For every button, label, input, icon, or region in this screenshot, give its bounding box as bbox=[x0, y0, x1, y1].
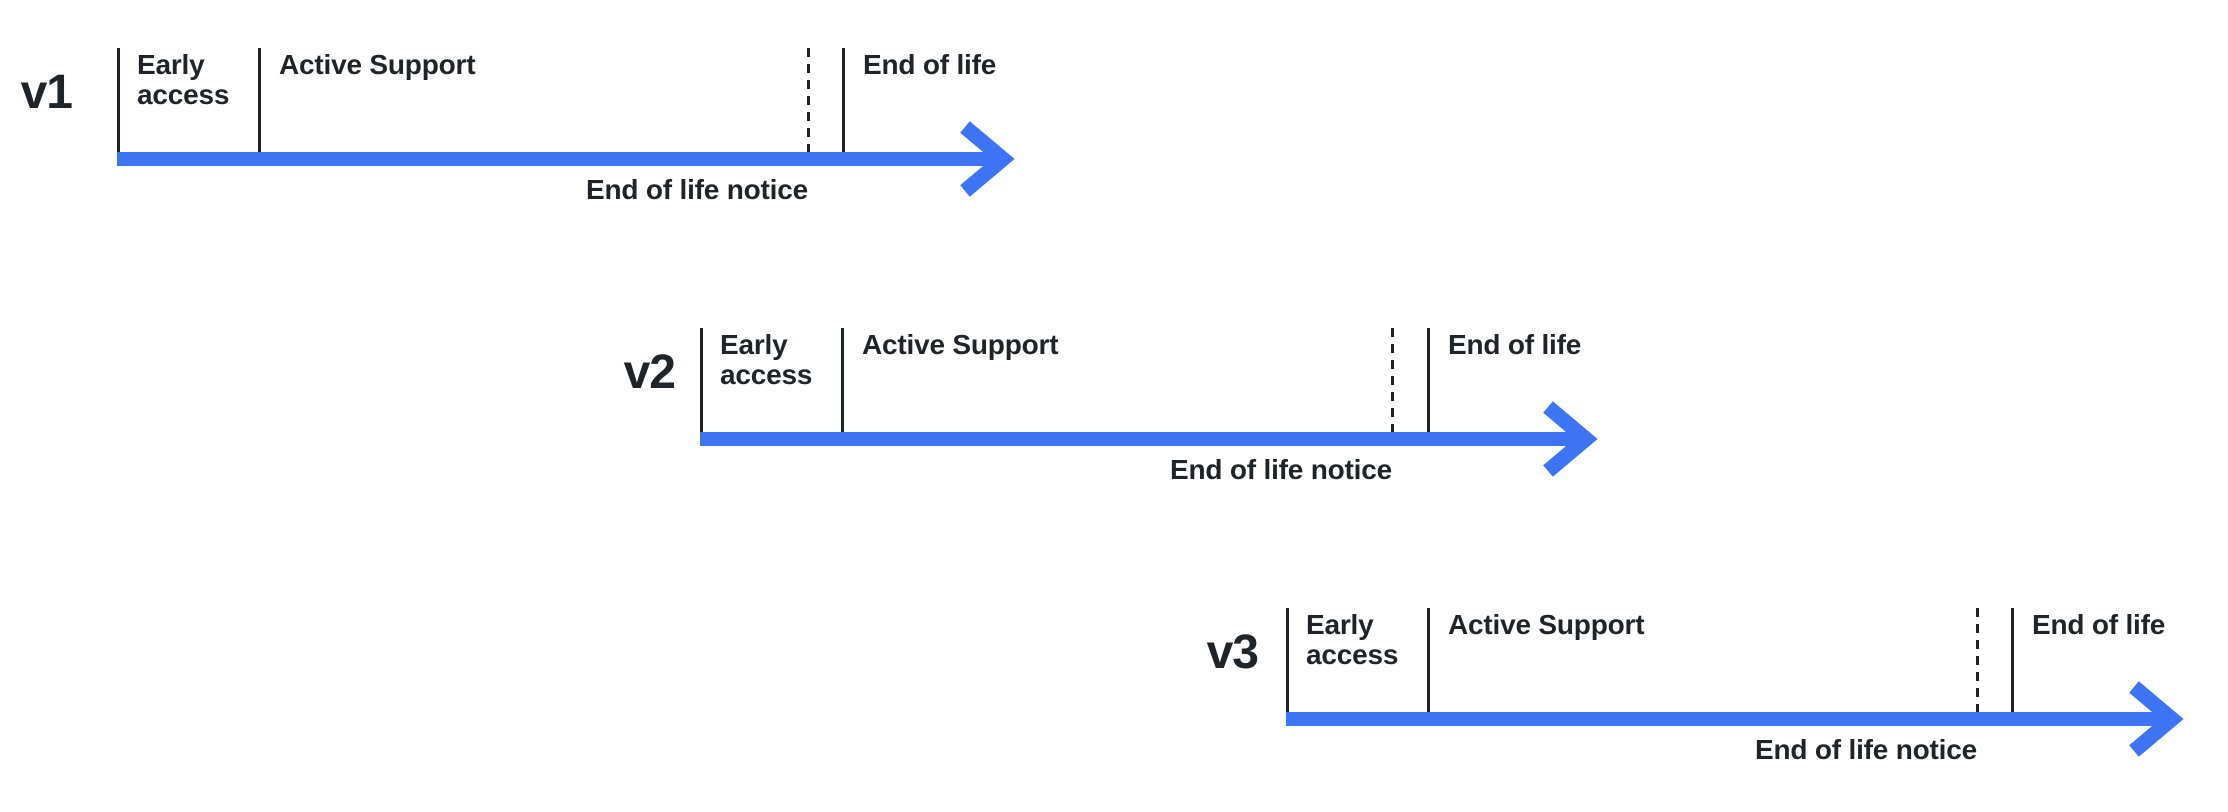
timeline-arrow bbox=[117, 121, 1015, 197]
end-of-life-notice-dashed-tick bbox=[1976, 608, 1979, 712]
active-support-label: Active Support bbox=[862, 329, 1059, 360]
arrow-head-icon bbox=[1543, 401, 1598, 477]
version-label: v2 bbox=[623, 346, 676, 399]
end-of-life-tick bbox=[842, 48, 845, 152]
end-of-life-notice-dashed-tick bbox=[807, 48, 810, 152]
active-support-tick bbox=[1427, 608, 1430, 712]
arrow-head-icon bbox=[2129, 681, 2184, 757]
early-access-tick bbox=[700, 328, 703, 432]
early-access-label: Early access bbox=[720, 329, 813, 390]
end-of-life-label: End of life bbox=[1448, 329, 1582, 360]
end-of-life-notice-label: End of life notice bbox=[1170, 454, 1392, 485]
timeline-arrow bbox=[1286, 681, 2184, 757]
active-support-label: Active Support bbox=[1448, 609, 1645, 640]
early-access-label: Early access bbox=[1306, 609, 1399, 670]
timeline-arrow bbox=[700, 401, 1598, 477]
end-of-life-label: End of life bbox=[863, 49, 997, 80]
early-access-label: Early access bbox=[137, 49, 230, 110]
version-label: v1 bbox=[20, 66, 73, 119]
end-of-life-label: End of life bbox=[2032, 609, 2166, 640]
active-support-tick bbox=[258, 48, 261, 152]
end-of-life-notice-label: End of life notice bbox=[586, 174, 808, 205]
end-of-life-notice-dashed-tick bbox=[1391, 328, 1394, 432]
end-of-life-notice-label: End of life notice bbox=[1755, 734, 1977, 765]
early-access-tick bbox=[1286, 608, 1289, 712]
active-support-tick bbox=[841, 328, 844, 432]
end-of-life-tick bbox=[1427, 328, 1430, 432]
end-of-life-tick bbox=[2011, 608, 2014, 712]
version-label: v3 bbox=[1206, 626, 1259, 679]
early-access-tick bbox=[117, 48, 120, 152]
arrow-head-icon bbox=[960, 121, 1015, 197]
active-support-label: Active Support bbox=[279, 49, 476, 80]
